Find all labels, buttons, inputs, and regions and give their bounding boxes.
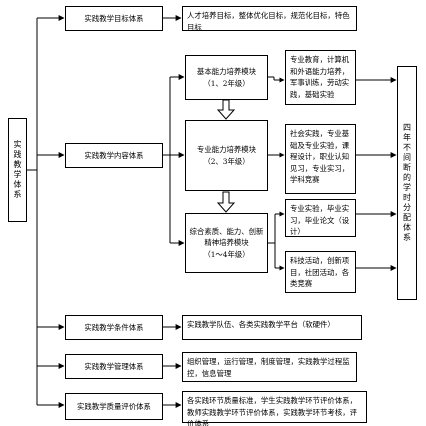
subsystem-quality-box: 实践教学质量评价体系	[65, 393, 163, 420]
subsystem-content-box: 实践教学内容体系	[65, 143, 163, 168]
module-professional-grade: （2、3年级）	[203, 156, 250, 166]
module-basic-grade: （1、2年级）	[203, 78, 250, 88]
hour-allocation-box: 四年不间断的学时分配体系	[397, 66, 417, 300]
activity-basic-box: 专业教育，计算机和外语能力培养，军事训练，劳动实践，基础实验	[285, 50, 356, 105]
subsystem-management-label: 实践教学管理体系	[84, 361, 144, 371]
quality-detail-box: 各实践环节质量标准，学生实践教学环节评价体系，教师实践教学环节评价体系，实践教学…	[182, 391, 367, 426]
subsystem-condition-label: 实践教学条件体系	[84, 322, 144, 332]
module-comprehensive-box: 综合素质、能力、创新精神培养模块 （1～4年级）	[185, 213, 268, 273]
root-label: 实践教学体系	[13, 140, 22, 200]
subsystem-content-label: 实践教学内容体系	[84, 150, 144, 160]
module-comprehensive-label: 综合素质、能力、创新精神培养模块	[189, 226, 264, 248]
activity-professional-text: 社会实践，专业基础及专业实验，课程设计，职业认知见习，专业实习，学科竞赛	[290, 129, 350, 184]
hour-allocation-label: 四年不间断的学时分配体系	[402, 123, 412, 243]
subsystem-quality-label: 实践教学质量评价体系	[77, 401, 151, 411]
quality-detail-text: 各实践环节质量标准，学生实践教学环节评价体系，教师实践教学环节评价体系，实践教学…	[187, 396, 357, 426]
activity-innovation-box: 科技活动，创新项目，社团活动，各类竞赛	[285, 251, 356, 293]
goal-detail-box: 人才培养目标，整体优化目标，规范化目标，特色目标	[182, 6, 357, 32]
subsystem-goal-label: 实践教学目标体系	[84, 13, 144, 23]
module-comprehensive-grade: （1～4年级）	[203, 249, 250, 259]
module-professional-box: 专业能力培养模块 （2、3年级）	[185, 120, 268, 191]
management-detail-box: 组织管理，运行管理，制度管理，实践教学过程监控，信息管理	[182, 352, 357, 382]
subsystem-goal-box: 实践教学目标体系	[65, 6, 163, 31]
activity-graduation-text: 专业实验，毕业实习，毕业论文（设计）	[290, 204, 350, 236]
module-basic-label: 基本能力培养模块	[196, 67, 257, 76]
module-basic-box: 基本能力培养模块 （1、2年级）	[185, 55, 268, 100]
root-box: 实践教学体系	[8, 118, 27, 222]
management-detail-text: 组织管理，运行管理，制度管理，实践教学过程监控，信息管理	[187, 357, 350, 378]
activity-innovation-text: 科技活动，创新项目，社团活动，各类竞赛	[290, 256, 350, 288]
activity-basic-text: 专业教育，计算机和外语能力培养，军事训练，劳动实践，基础实验	[290, 55, 350, 99]
module-1-to-2-arrow	[216, 99, 236, 120]
activity-professional-box: 社会实践，专业基础及专业实验，课程设计，职业认知见习，专业实习，学科竞赛	[285, 124, 356, 194]
activity-graduation-box: 专业实验，毕业实习，毕业论文（设计）	[285, 199, 356, 237]
subsystem-condition-box: 实践教学条件体系	[65, 315, 163, 340]
subsystem-management-box: 实践教学管理体系	[65, 354, 163, 379]
module-2-to-3-arrow	[216, 191, 236, 213]
goal-detail-text: 人才培养目标，整体优化目标，规范化目标，特色目标	[187, 11, 350, 32]
module-professional-label: 专业能力培养模块	[196, 145, 257, 154]
condition-detail-text: 实践教学队伍、各类实践教学平台（软硬件）	[187, 320, 335, 329]
condition-detail-box: 实践教学队伍、各类实践教学平台（软硬件）	[182, 315, 362, 340]
